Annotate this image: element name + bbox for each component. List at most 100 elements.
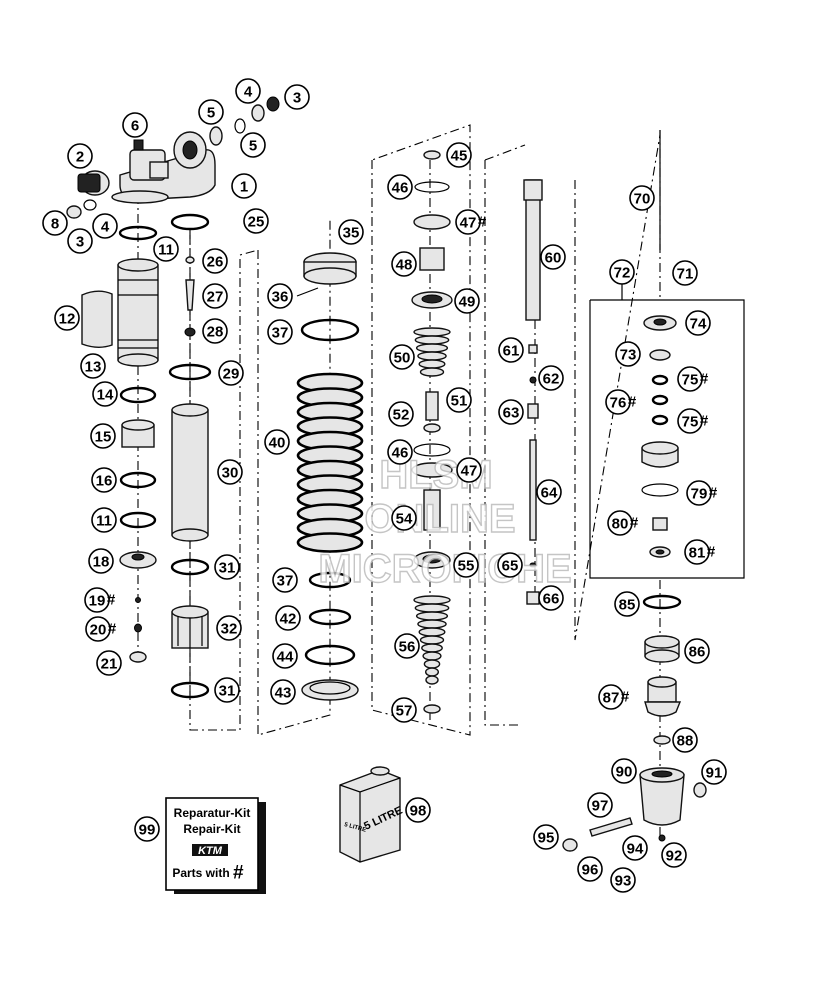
- shim: [414, 603, 450, 613]
- callout-number: 37: [272, 325, 289, 342]
- callout-26: 26: [202, 248, 228, 274]
- callout-circle: [536, 479, 562, 505]
- callout-circle: [90, 423, 116, 449]
- callout-number: 16: [96, 473, 113, 490]
- shim: [414, 335, 450, 345]
- callout-number: 11: [158, 242, 174, 259]
- callout-number: 97: [592, 798, 609, 815]
- shim: [417, 619, 447, 629]
- callout-circle: [455, 209, 481, 235]
- parts-kit-hash: #: [628, 394, 637, 411]
- shim: [425, 675, 439, 685]
- callout-61: 61: [498, 337, 524, 363]
- callout-circle: [42, 210, 68, 236]
- shim: [418, 359, 446, 369]
- callout-circle: [587, 792, 613, 818]
- callout-circle: [235, 78, 261, 104]
- callout-number: 55: [458, 558, 475, 575]
- callout-circle: [540, 244, 566, 270]
- callout-circle: [270, 679, 296, 705]
- spring-coil: [296, 532, 364, 553]
- callout-46: 46: [387, 439, 413, 465]
- callout-circle: [67, 228, 93, 254]
- callout-30: 30: [217, 459, 243, 485]
- callout-number: 72: [614, 265, 631, 282]
- callout-circle: [672, 727, 698, 753]
- callout-circle: [264, 429, 290, 455]
- callout-52: 52: [388, 401, 414, 427]
- repair-kit-card: Reparatur-Kit Repair-Kit KTM Parts with …: [165, 797, 266, 894]
- callout-56: 56: [394, 633, 420, 659]
- callout-number: 75: [682, 414, 699, 431]
- callout-number: 36: [272, 289, 289, 306]
- callout-57: 57: [391, 697, 417, 723]
- callout-number: 81: [689, 545, 706, 562]
- callout-circle: [391, 251, 417, 277]
- parts-kit-hash: #: [709, 485, 718, 502]
- callout-number: 35: [343, 225, 360, 242]
- callout-55: 55: [453, 552, 479, 578]
- callout-5: 5: [198, 99, 224, 125]
- callout-number: 75: [682, 372, 699, 389]
- callout-20: 20#: [85, 616, 117, 642]
- callout-circle: [685, 310, 711, 336]
- callout-number: 11: [96, 513, 112, 530]
- repair-kit-hash: #: [233, 863, 244, 884]
- callout-12: 12: [54, 305, 80, 331]
- callout-76: 76#: [605, 389, 637, 415]
- callout-circle: [267, 283, 293, 309]
- compression-adjuster-group: [589, 130, 745, 579]
- callout-circle: [202, 248, 228, 274]
- callout-number: 12: [59, 311, 76, 328]
- callout-number: 85: [619, 597, 636, 614]
- callout-95: 95: [533, 824, 559, 850]
- callout-44: 44: [272, 643, 298, 669]
- callout-42: 42: [275, 605, 301, 631]
- callout-18: 18: [88, 548, 114, 574]
- callout-15: 15: [90, 423, 116, 449]
- callout-circle: [394, 633, 420, 659]
- callout-number: 86: [689, 644, 706, 661]
- callout-25: 25: [243, 208, 269, 234]
- callout-circle: [684, 638, 710, 664]
- callout-circle: [198, 99, 224, 125]
- callout-number: 5: [207, 105, 215, 122]
- callout-circle: [661, 842, 687, 868]
- callout-number: 31: [219, 683, 236, 700]
- callout-number: 79: [691, 486, 708, 503]
- callout-number: 6: [131, 118, 139, 135]
- callout-47: 47: [456, 457, 482, 483]
- parts-kit-hash: #: [108, 621, 117, 638]
- callout-85: 85: [614, 591, 640, 617]
- callout-number: 14: [97, 387, 114, 404]
- callout-circle: [91, 507, 117, 533]
- callout-circle: [54, 305, 80, 331]
- callout-circle: [677, 366, 703, 392]
- callout-circle: [214, 554, 240, 580]
- callout-circle: [202, 318, 228, 344]
- shim: [413, 595, 451, 605]
- callout-43: 43: [270, 679, 296, 705]
- callout-5: 5: [240, 132, 266, 158]
- callout-40: 40: [264, 429, 290, 455]
- callout-circle: [217, 459, 243, 485]
- callout-50: 50: [389, 344, 415, 370]
- callout-number: 2: [76, 149, 84, 166]
- callout-circle: [92, 213, 118, 239]
- callout-number: 51: [451, 393, 468, 410]
- callout-number: 65: [502, 558, 519, 575]
- callout-number: 32: [221, 621, 238, 638]
- callout-circle: [498, 399, 524, 425]
- callout-number: 46: [392, 445, 409, 462]
- callout-number: 48: [396, 257, 413, 274]
- shim: [418, 627, 446, 637]
- callout-circle: [454, 288, 480, 314]
- callout-number: 54: [396, 511, 413, 528]
- callout-circle: [92, 381, 118, 407]
- callout-circle: [202, 283, 228, 309]
- callout-86: 86: [684, 638, 710, 664]
- callout-81: 81#: [684, 539, 716, 565]
- callout-number: 27: [207, 289, 224, 306]
- callout-88: 88: [672, 727, 698, 753]
- callout-number: 21: [101, 656, 118, 673]
